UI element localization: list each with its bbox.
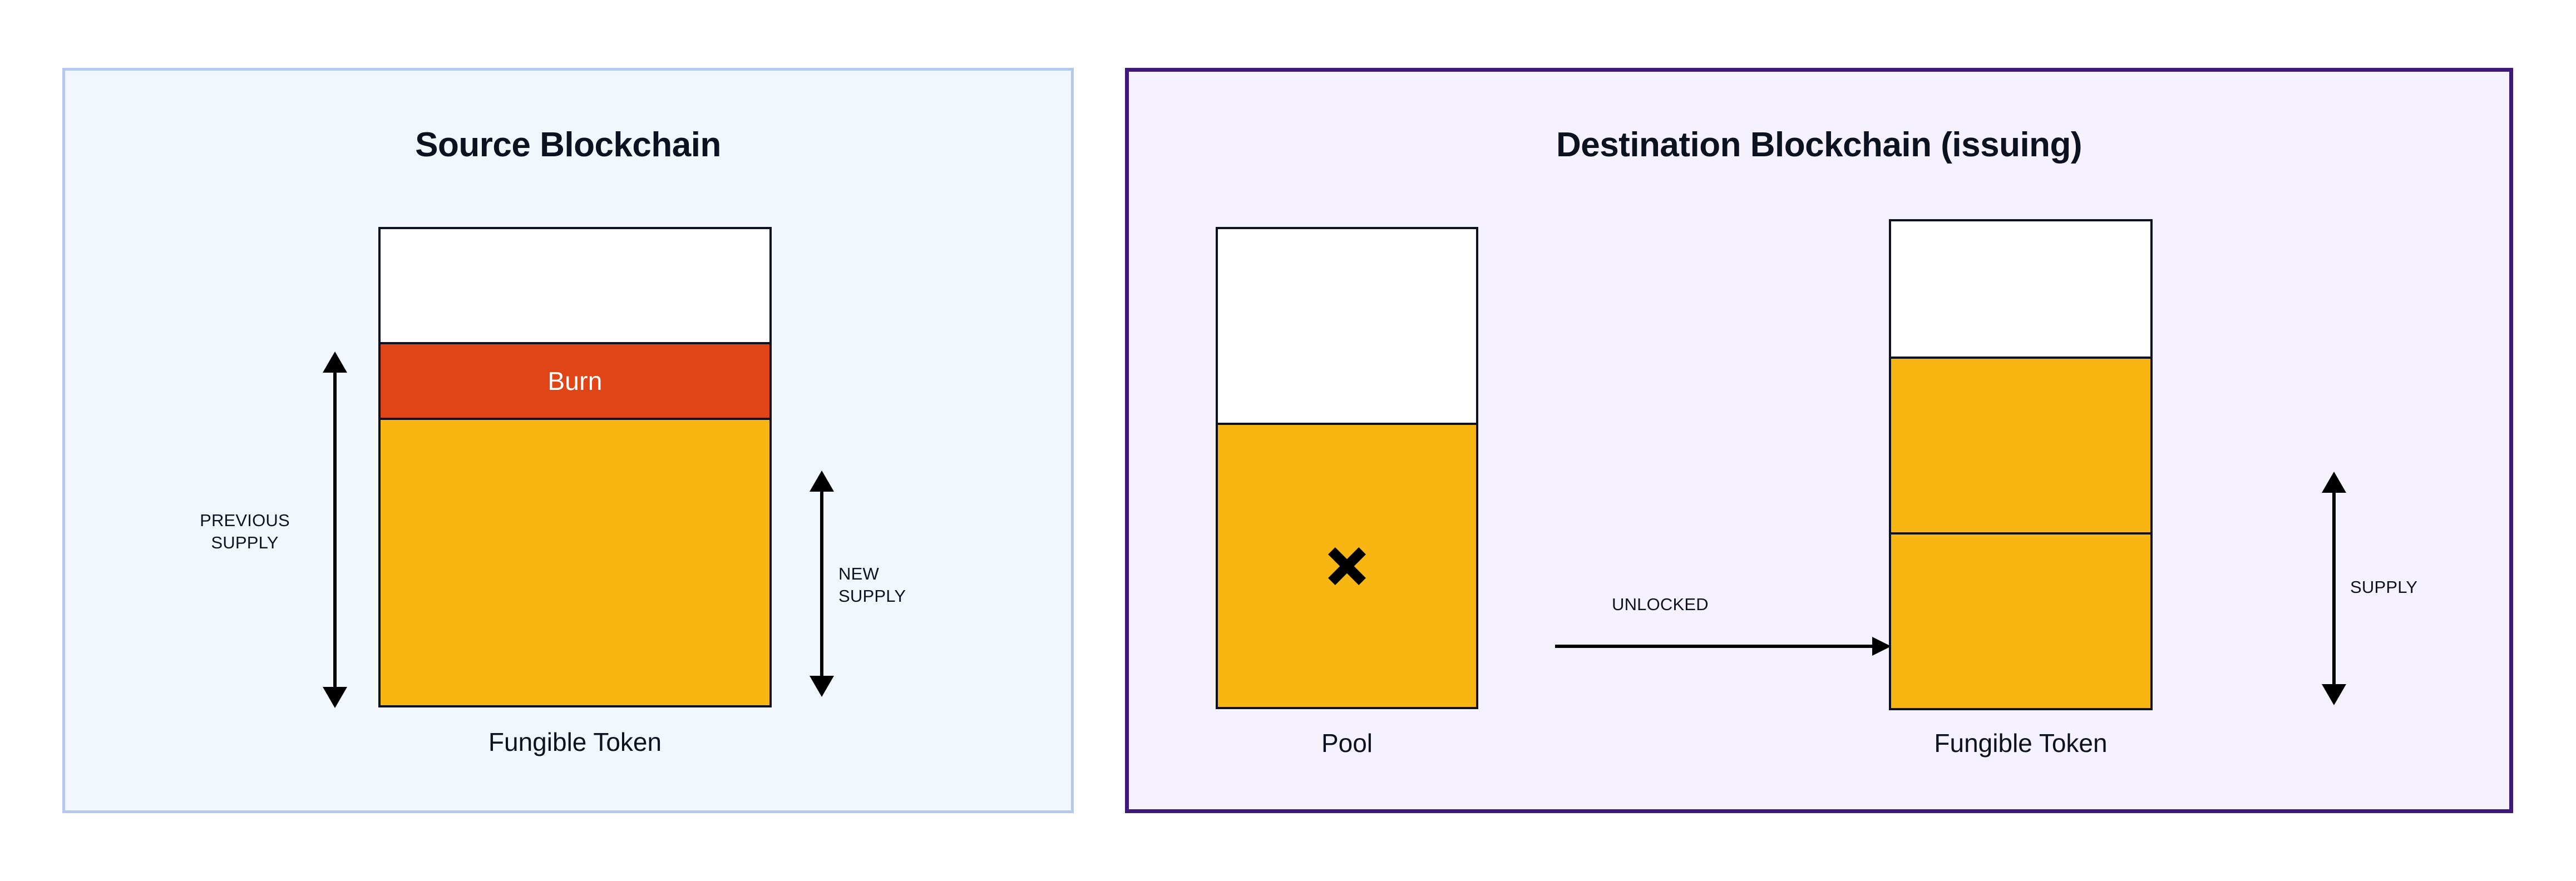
pool-bar-caption: Pool bbox=[1321, 729, 1373, 758]
unlocked-flow-arrow bbox=[1555, 637, 1891, 656]
source-panel-title: Source Blockchain bbox=[415, 126, 721, 164]
source-token-bar: Burn bbox=[378, 227, 772, 707]
arrow-shaft bbox=[820, 476, 823, 691]
arrow-shaft bbox=[2332, 477, 2336, 700]
destination-blockchain-panel: Destination Blockchain (issuing) Pool UN… bbox=[1125, 68, 2513, 813]
source-bar-segment-burn: Burn bbox=[381, 342, 769, 420]
new-supply-label: NEW SUPPLY bbox=[838, 564, 906, 606]
unlocked-label: UNLOCKED bbox=[1612, 595, 1709, 614]
destination-bar-segment-newly-unlocked bbox=[1891, 357, 2150, 532]
pool-bar-segment-locked bbox=[1218, 423, 1476, 707]
supply-label: SUPPLY bbox=[2350, 577, 2418, 597]
x-mark-icon bbox=[1325, 545, 1369, 588]
previous-supply-measure-arrow bbox=[323, 352, 347, 708]
arrow-head-down-icon bbox=[2322, 684, 2346, 705]
arrow-head-right-icon bbox=[1872, 637, 1891, 656]
source-blockchain-panel: Source Blockchain Burn Fungible Token PR… bbox=[62, 68, 1074, 813]
burn-label: Burn bbox=[547, 367, 603, 395]
arrow-shaft bbox=[333, 357, 337, 702]
destination-panel-title: Destination Blockchain (issuing) bbox=[1556, 126, 2082, 164]
arrow-head-down-icon bbox=[810, 676, 834, 697]
arrow-shaft bbox=[1555, 645, 1873, 648]
destination-bar-segment-existing bbox=[1891, 532, 2150, 708]
pool-bar bbox=[1216, 227, 1478, 709]
arrow-head-down-icon bbox=[323, 687, 347, 708]
new-supply-measure-arrow bbox=[810, 471, 834, 697]
source-bar-caption: Fungible Token bbox=[488, 727, 662, 756]
destination-bar-caption: Fungible Token bbox=[1934, 729, 2108, 758]
supply-measure-arrow bbox=[2322, 472, 2346, 705]
source-bar-segment-remaining bbox=[381, 420, 769, 705]
destination-token-bar bbox=[1889, 219, 2153, 710]
previous-supply-label: PREVIOUS SUPPLY bbox=[200, 511, 290, 552]
